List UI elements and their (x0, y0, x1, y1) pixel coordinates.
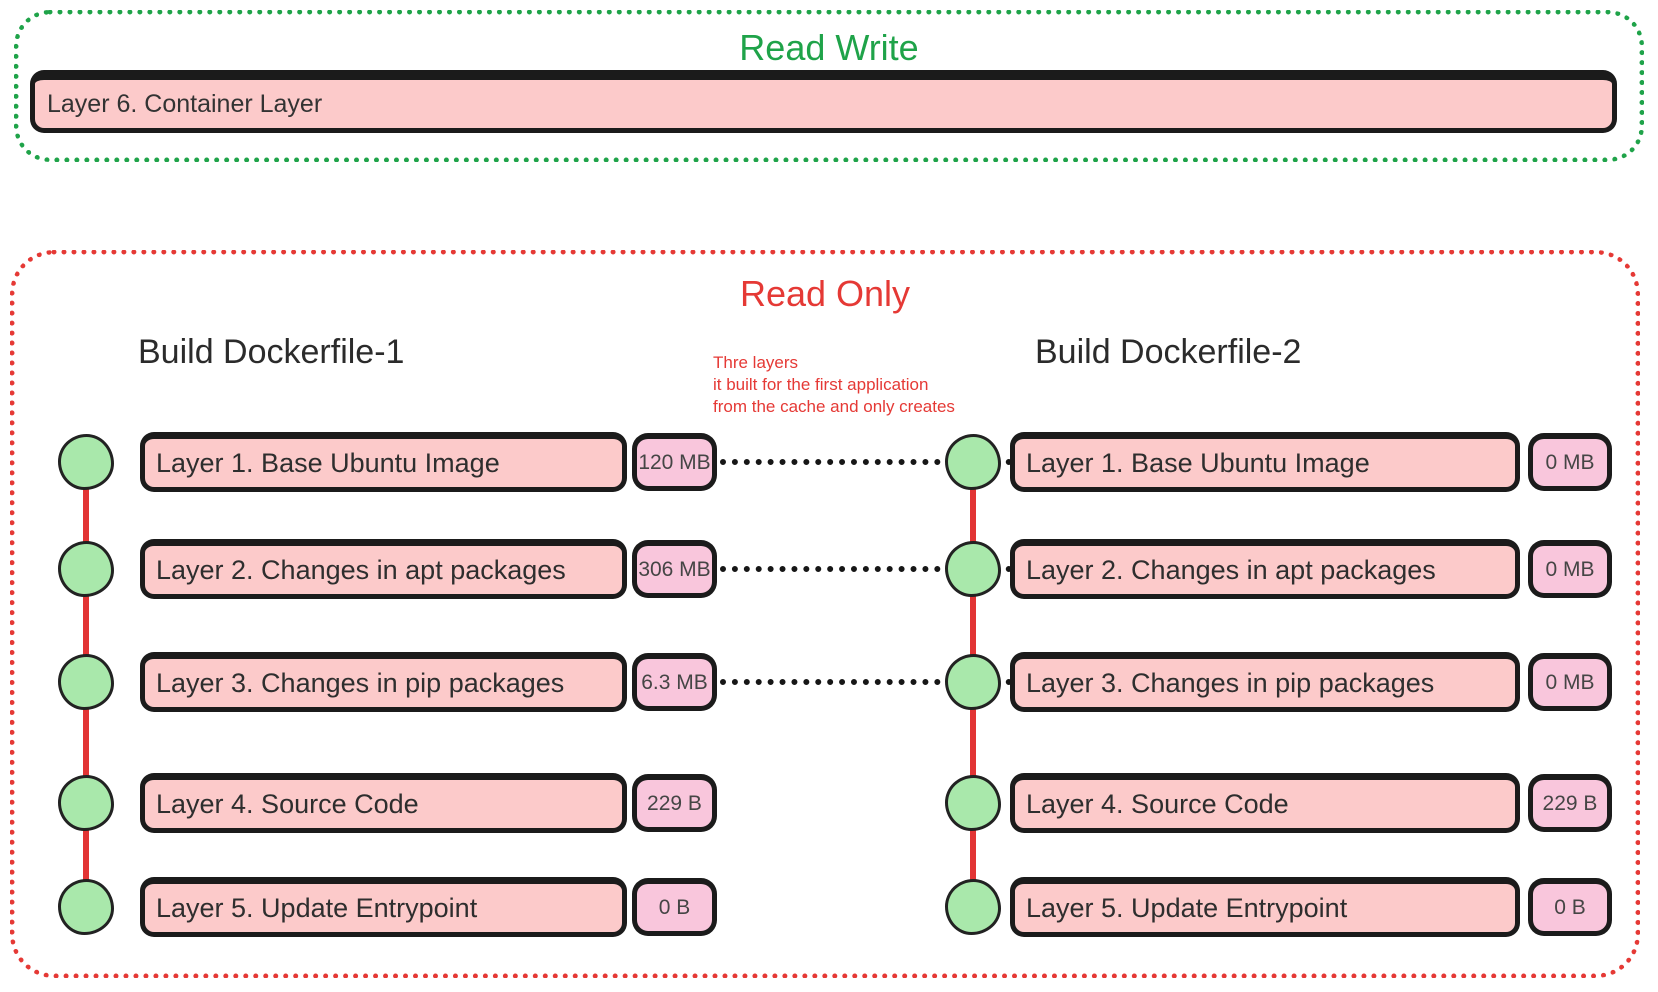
annotation-line: it built for the first application (713, 375, 929, 394)
cache-connector-dotted-line (720, 679, 1012, 685)
layer-label: Layer 1. Base Ubuntu Image (1026, 447, 1370, 478)
layer-size-value: 0 B (658, 895, 691, 919)
layer-size-badge: 229 B (1528, 774, 1612, 832)
build-dockerfile-2-heading: Build Dockerfile-2 (1035, 333, 1302, 371)
layer-node-icon (945, 541, 1001, 597)
layer-size-value: 0 MB (1545, 557, 1595, 581)
container-layer-label: Layer 6. Container Layer (47, 89, 323, 118)
layer-node-icon (945, 775, 1001, 831)
layer-size-value: 6.3 MB (641, 670, 708, 694)
layer-node-icon (58, 775, 114, 831)
layer-node-icon (58, 879, 114, 935)
layer-box: Layer 5. Update Entrypoint (140, 877, 627, 937)
layer-label: Layer 5. Update Entrypoint (156, 892, 478, 923)
layer-node-icon (945, 879, 1001, 935)
annotation-line: from the cache and only creates (713, 397, 955, 416)
layer-size-badge: 0 MB (1528, 653, 1612, 711)
layer-node-icon (945, 434, 1001, 490)
layer-label: Layer 3. Changes in pip packages (156, 667, 565, 698)
layer-label: Layer 4. Source Code (156, 788, 419, 819)
read-write-section: Read Write Layer 6. Container Layer (14, 10, 1644, 162)
layer-box: Layer 1. Base Ubuntu Image (1010, 432, 1520, 492)
layer-size-value: 229 B (647, 791, 702, 815)
read-only-title: Read Only (739, 273, 911, 314)
container-layer-bar: Layer 6. Container Layer (30, 70, 1617, 133)
annotation-line: Thre layers (713, 353, 799, 372)
layer-size-value: 0 MB (1545, 670, 1595, 694)
layer-box: Layer 2. Changes in apt packages (140, 539, 627, 599)
layer-box: Layer 4. Source Code (140, 773, 627, 833)
layer-label: Layer 3. Changes in pip packages (1026, 667, 1435, 698)
layer-box: Layer 5. Update Entrypoint (1010, 877, 1520, 937)
layer-size-value: 0 MB (1545, 450, 1595, 474)
read-write-title: Read Write (739, 27, 919, 68)
cache-connector-dotted-line (720, 566, 1012, 572)
cache-annotation: Thre layers it built for the first appli… (713, 352, 955, 418)
layer-label: Layer 1. Base Ubuntu Image (156, 447, 500, 478)
layer-size-value: 229 B (1542, 791, 1598, 815)
layer-size-value: 0 B (1554, 895, 1586, 919)
cache-connector-dotted-line (720, 459, 1012, 465)
read-only-section: Read Only (10, 250, 1640, 978)
layer-box: Layer 1. Base Ubuntu Image (140, 432, 627, 492)
layer-size-badge: 229 B (632, 774, 717, 832)
layer-node-icon (58, 654, 114, 710)
layer-label: Layer 2. Changes in apt packages (156, 554, 566, 585)
layer-label: Layer 4. Source Code (1026, 788, 1289, 819)
layer-label: Layer 5. Update Entrypoint (1026, 892, 1348, 923)
layer-box: Layer 2. Changes in apt packages (1010, 539, 1520, 599)
layer-size-badge: 0 B (1528, 878, 1612, 936)
layer-box: Layer 4. Source Code (1010, 773, 1520, 833)
layer-size-value: 120 MB (638, 450, 711, 474)
layer-size-badge: 6.3 MB (632, 653, 717, 711)
layer-size-badge: 0 B (632, 878, 717, 936)
layer-size-badge: 0 MB (1528, 540, 1612, 598)
layer-node-icon (58, 541, 114, 597)
layer-box: Layer 3. Changes in pip packages (1010, 652, 1520, 712)
layer-size-badge: 120 MB (632, 433, 717, 491)
layer-node-icon (945, 654, 1001, 710)
layer-size-value: 306 MB (638, 557, 711, 581)
build-dockerfile-1-heading: Build Dockerfile-1 (138, 333, 405, 371)
layer-size-badge: 306 MB (632, 540, 717, 598)
layer-box: Layer 3. Changes in pip packages (140, 652, 627, 712)
layer-label: Layer 2. Changes in apt packages (1026, 554, 1436, 585)
layer-node-icon (58, 434, 114, 490)
layer-size-badge: 0 MB (1528, 433, 1612, 491)
